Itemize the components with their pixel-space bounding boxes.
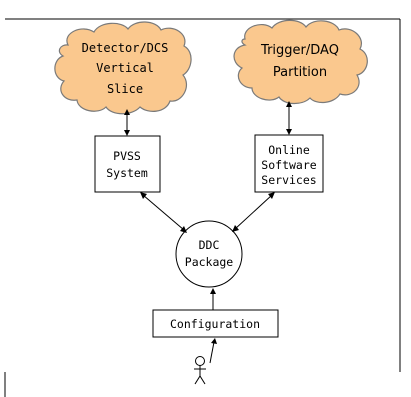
arrowhead-to-ddc: [180, 226, 187, 233]
pvss-box-line-2: System: [106, 166, 148, 180]
ddc-circle-line-1: DDC: [199, 238, 220, 252]
config-box-label: Configuration: [170, 317, 260, 331]
online-box-rect: [254, 134, 324, 193]
arrowhead-to-ddc: [232, 225, 239, 232]
arrowhead-to-pvss: [140, 192, 147, 199]
trigger-cloud-line-2: Partition: [273, 65, 327, 80]
arrowhead-down: [286, 129, 292, 135]
online-box-line-3: Services: [261, 173, 316, 187]
detector-dcs-cloud: Detector/DCS Vertical Slice: [54, 21, 192, 115]
trigger-cloud-line-1: Trigger/DAQ: [260, 43, 339, 58]
edge-trigger-online: [286, 101, 292, 135]
online-box-line-1: Online: [268, 143, 310, 157]
arrowhead-to-online: [268, 192, 275, 199]
edge-online-ddc: [232, 192, 275, 232]
edge-detector-pvss: [124, 109, 130, 136]
arrowhead-to-ddc: [210, 288, 216, 294]
configuration-box: Configuration: [152, 309, 279, 338]
detector-cloud-line-2: Vertical: [96, 61, 154, 75]
ddc-package-circle: DDC Package: [175, 220, 243, 288]
online-box-line-2: Software: [261, 158, 316, 172]
online-software-services-box: Online Software Services: [254, 134, 324, 193]
pvss-box-rect: [94, 135, 161, 193]
arrowhead-down: [124, 130, 130, 136]
pvss-system-box: PVSS System: [94, 135, 161, 193]
stick-figure-user-icon: [194, 356, 206, 385]
detector-cloud-line-3: Slice: [107, 82, 143, 96]
config-box-rect: [152, 309, 279, 338]
diagram-frame: [4, 18, 401, 397]
ddc-circle-line-2: Package: [185, 255, 234, 269]
trigger-daq-cloud: Trigger/DAQ Partition: [233, 19, 368, 105]
detector-cloud-line-1: Detector/DCS: [82, 41, 169, 55]
ddc-circle-shape: [175, 220, 243, 288]
edges: [124, 101, 292, 364]
trigger-cloud-shape: [233, 19, 368, 105]
arrowhead-up: [286, 101, 292, 107]
arrowhead-to-config: [211, 338, 217, 344]
edge-user-config: [209, 338, 217, 364]
arrowhead-up: [124, 109, 130, 115]
pvss-box-line-1: PVSS: [113, 149, 141, 163]
edge-pvss-ddc: [140, 192, 187, 233]
detector-cloud-shape: [54, 21, 192, 115]
edge-config-ddc: [210, 288, 216, 310]
